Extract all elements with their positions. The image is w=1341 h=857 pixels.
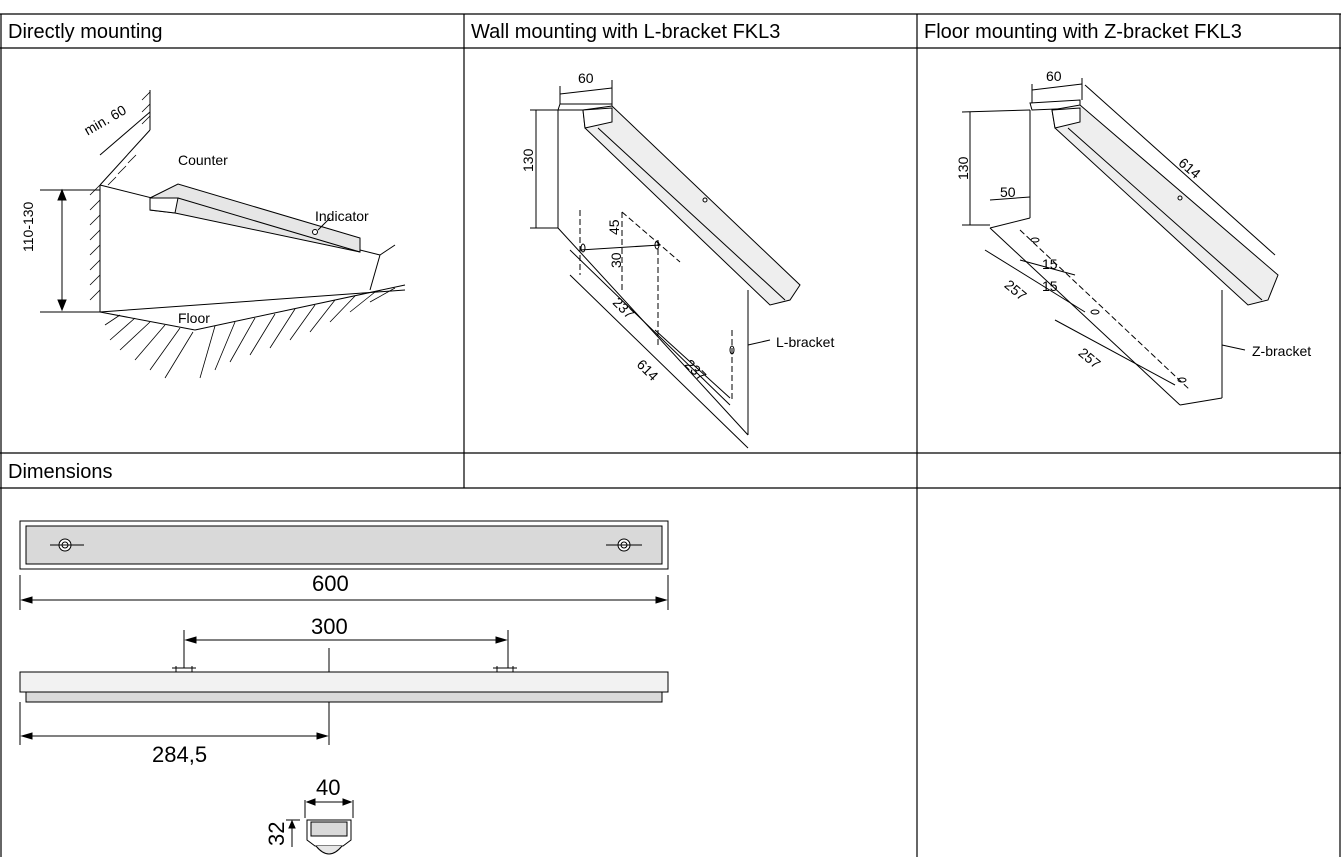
floor-50-label: 50 — [1000, 184, 1016, 200]
wall-60-label: 60 — [578, 70, 594, 86]
l-bracket-label: L-bracket — [776, 334, 835, 350]
wall-45-label: 45 — [606, 219, 622, 235]
dimensions-drawing — [19, 520, 669, 855]
dim-32-label: 32 — [264, 821, 289, 846]
floor-130-label: 130 — [955, 156, 971, 180]
header-floor-mounting: Floor mounting with Z-bracket FKL3 — [924, 21, 1242, 43]
dim-284-label: 284,5 — [152, 742, 208, 767]
floor-60-label: 60 — [1046, 68, 1062, 84]
wall-130-label: 130 — [520, 148, 536, 172]
floor-mounting-diagram — [961, 78, 1279, 406]
z-bracket-label: Z-bracket — [1252, 343, 1312, 359]
header-dimensions: Dimensions — [8, 461, 113, 483]
wall-mounting-diagram — [530, 80, 801, 449]
wall-30-label: 30 — [608, 252, 624, 268]
floor-15b-label: 15 — [1042, 278, 1058, 294]
height-label: 110-130 — [20, 201, 36, 252]
floor-15a-label: 15 — [1042, 256, 1058, 272]
counter-label: Counter — [178, 152, 228, 168]
dim-40-label: 40 — [316, 775, 341, 800]
floor-label: Floor — [178, 310, 210, 326]
dim-300-label: 300 — [311, 614, 348, 639]
indicator-label: Indicator — [315, 208, 369, 224]
header-wall-mounting: Wall mounting with L-bracket FKL3 — [471, 21, 781, 43]
header-directly-mounting: Directly mounting — [8, 21, 163, 43]
direct-mounting-diagram — [40, 90, 406, 379]
dim-600-label: 600 — [312, 571, 349, 596]
